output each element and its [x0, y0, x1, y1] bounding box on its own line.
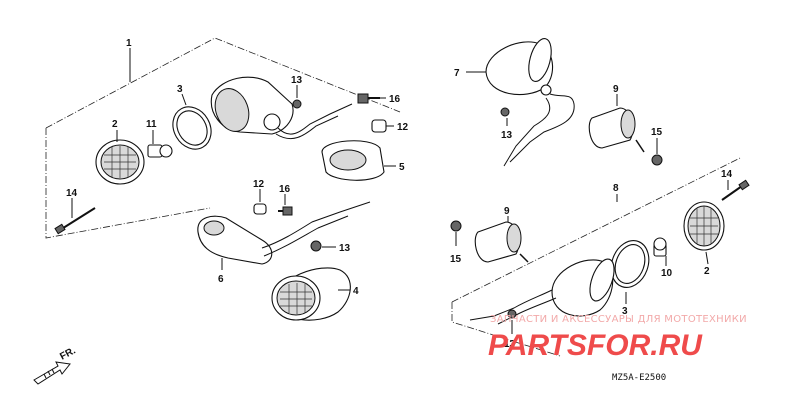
callout-label: 7	[454, 68, 460, 79]
lens-right-part	[683, 201, 725, 251]
nut-right-part	[450, 220, 462, 232]
stay-arm-part	[197, 201, 371, 265]
callout-label: 16	[279, 184, 291, 195]
relay-upper-part	[588, 107, 645, 153]
screw-small-lower-part	[507, 309, 517, 319]
front-arrow-icon	[33, 361, 71, 385]
screw-small-part	[292, 99, 302, 109]
bulb-right-part	[653, 237, 667, 257]
callout-label: 13	[504, 339, 516, 350]
screw-small-upper-part	[500, 107, 510, 117]
direction-indicator: FR.	[33, 345, 78, 385]
front-left-assembly	[45, 37, 401, 321]
gasket-ring-part	[172, 106, 212, 150]
screw-right-part	[721, 179, 750, 201]
bolt-part	[357, 93, 380, 104]
callout-label: 15	[450, 254, 462, 265]
callout-label: 2	[704, 266, 710, 277]
screw-part	[54, 207, 96, 235]
callout-label: 8	[613, 183, 619, 194]
callout-label: 12	[397, 122, 409, 133]
callout-label: 13	[501, 130, 513, 141]
callout-label: 15	[651, 127, 663, 138]
callout-label: 3	[177, 84, 183, 95]
callout-label: 3	[622, 306, 628, 317]
nut-upper-part	[651, 154, 663, 166]
clamp-bracket-part	[321, 140, 385, 181]
callout-label: 12	[253, 179, 265, 190]
watermark: ЗАПЧАСТИ И АКСЕССУАРЫ ДЛЯ МОТОТЕХНИКИ PA…	[488, 314, 747, 362]
watermark-tagline: ЗАПЧАСТИ И АКСЕССУАРЫ ДЛЯ МОТОТЕХНИКИ	[490, 314, 747, 325]
callout-label: 13	[291, 75, 303, 86]
callout-label: 11	[146, 119, 157, 130]
bulb-part	[147, 144, 173, 158]
callout-labels: 1 2 11 14 3 13 16 12 5 12 16 6 13 4 7 13…	[66, 38, 733, 350]
callout-label: 13	[339, 243, 351, 254]
callout-label: 6	[218, 274, 224, 285]
collar-part	[371, 119, 387, 133]
turn-signal-lamp-lower-part	[469, 258, 615, 325]
callout-label: 1	[126, 38, 132, 49]
relay-right-part	[474, 221, 529, 263]
bolt-part-2	[278, 206, 293, 216]
callout-label: 14	[721, 169, 733, 180]
turn-signal-lamp-upper-part	[485, 38, 575, 167]
callout-label: 9	[613, 84, 619, 95]
callout-label: 2	[112, 119, 118, 130]
rear-right-assembly	[450, 38, 750, 357]
callout-label: 14	[66, 188, 78, 199]
watermark-logo: PARTSFOR.RU	[488, 329, 703, 362]
frame-code: MZ5A-E2500	[612, 373, 666, 383]
callout-label: 16	[389, 94, 401, 105]
direction-label: FR.	[58, 345, 78, 362]
callout-label: 4	[353, 286, 359, 297]
grommet-part	[310, 240, 322, 252]
lens-part	[95, 139, 145, 185]
callout-label: 10	[661, 268, 673, 279]
collar-part-2	[253, 203, 267, 215]
turn-signal-lamp-part	[271, 267, 351, 321]
housing-part	[210, 76, 353, 139]
gasket-ring-right-part	[610, 240, 650, 288]
callout-label: 9	[504, 206, 510, 217]
callout-label: 5	[399, 162, 405, 173]
